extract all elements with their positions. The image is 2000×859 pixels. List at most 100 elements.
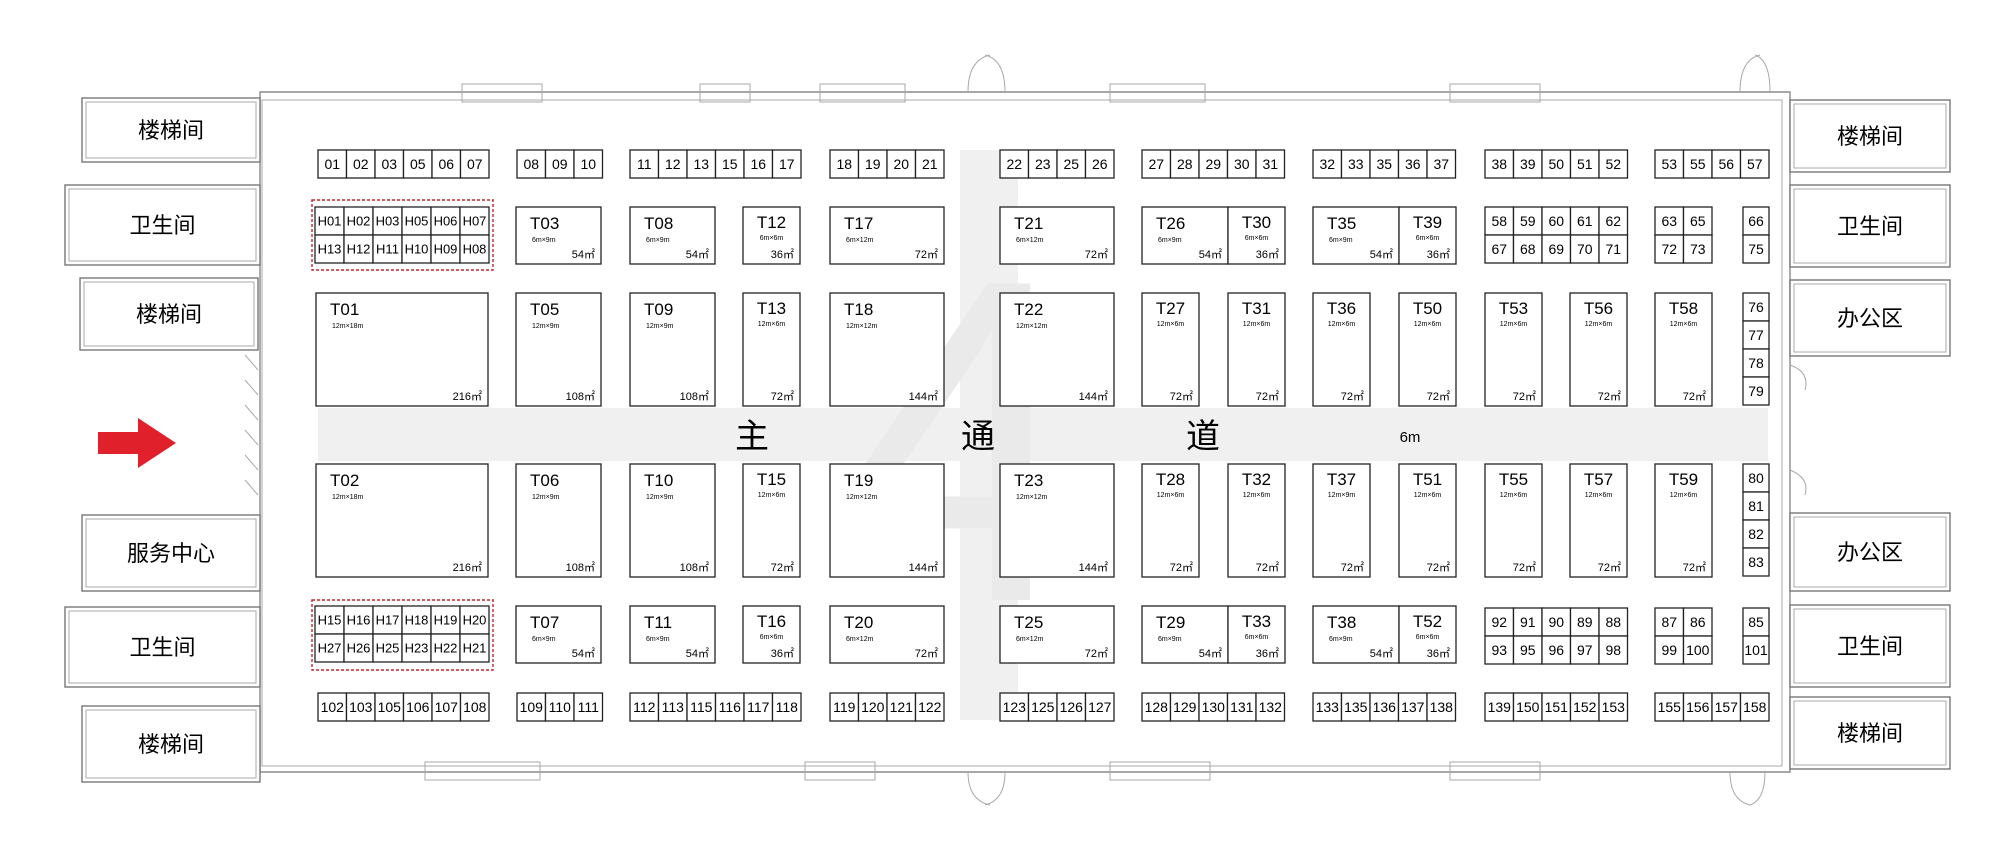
booth-16[interactable]: 16 xyxy=(743,149,774,179)
booth-118[interactable]: 118 xyxy=(771,692,802,722)
booth-01[interactable]: 01 xyxy=(317,149,348,179)
booth-123[interactable]: 123 xyxy=(999,692,1030,722)
booth-90[interactable]: 90 xyxy=(1541,607,1572,637)
booth-152[interactable]: 152 xyxy=(1569,692,1600,722)
booth-128[interactable]: 128 xyxy=(1141,692,1172,722)
booth-13[interactable]: 13 xyxy=(686,149,717,179)
booth-56[interactable]: 56 xyxy=(1711,149,1742,179)
booth-12[interactable]: 12 xyxy=(657,149,688,179)
booth-58[interactable]: 58 xyxy=(1484,206,1515,236)
booth-155[interactable]: 155 xyxy=(1654,692,1685,722)
booth-03[interactable]: 03 xyxy=(374,149,405,179)
booth-99[interactable]: 99 xyxy=(1654,635,1685,665)
booth-82[interactable]: 82 xyxy=(1742,519,1770,549)
booth-26[interactable]: 26 xyxy=(1084,149,1115,179)
booth-06[interactable]: 06 xyxy=(431,149,462,179)
booth-H05[interactable]: H05 xyxy=(401,206,432,236)
booth-33[interactable]: 33 xyxy=(1340,149,1371,179)
booth-32[interactable]: 32 xyxy=(1312,149,1343,179)
booth-17[interactable]: 17 xyxy=(771,149,802,179)
booth-H15[interactable]: H15 xyxy=(314,605,345,635)
booth-62[interactable]: 62 xyxy=(1598,206,1629,236)
booth-H07[interactable]: H07 xyxy=(459,206,490,236)
booth-H10[interactable]: H10 xyxy=(401,234,432,264)
booth-117[interactable]: 117 xyxy=(743,692,774,722)
booth-37[interactable]: 37 xyxy=(1426,149,1457,179)
booth-53[interactable]: 53 xyxy=(1654,149,1685,179)
booth-85[interactable]: 85 xyxy=(1742,607,1770,637)
booth-93[interactable]: 93 xyxy=(1484,635,1515,665)
booth-156[interactable]: 156 xyxy=(1682,692,1713,722)
booth-08[interactable]: 08 xyxy=(516,149,547,179)
booth-39[interactable]: 39 xyxy=(1512,149,1543,179)
booth-H20[interactable]: H20 xyxy=(459,605,490,635)
booth-H18[interactable]: H18 xyxy=(401,605,432,635)
booth-113[interactable]: 113 xyxy=(657,692,688,722)
booth-27[interactable]: 27 xyxy=(1141,149,1172,179)
booth-120[interactable]: 120 xyxy=(857,692,888,722)
booth-60[interactable]: 60 xyxy=(1541,206,1572,236)
booth-H27[interactable]: H27 xyxy=(314,633,345,663)
booth-35[interactable]: 35 xyxy=(1369,149,1400,179)
booth-122[interactable]: 122 xyxy=(914,692,945,722)
booth-25[interactable]: 25 xyxy=(1056,149,1087,179)
booth-136[interactable]: 136 xyxy=(1369,692,1400,722)
booth-98[interactable]: 98 xyxy=(1598,635,1629,665)
booth-30[interactable]: 30 xyxy=(1226,149,1257,179)
booth-H13[interactable]: H13 xyxy=(314,234,345,264)
booth-87[interactable]: 87 xyxy=(1654,607,1685,637)
booth-83[interactable]: 83 xyxy=(1742,547,1770,577)
booth-15[interactable]: 15 xyxy=(714,149,745,179)
booth-09[interactable]: 09 xyxy=(544,149,575,179)
booth-63[interactable]: 63 xyxy=(1654,206,1685,236)
booth-88[interactable]: 88 xyxy=(1598,607,1629,637)
booth-H08[interactable]: H08 xyxy=(459,234,490,264)
booth-126[interactable]: 126 xyxy=(1056,692,1087,722)
booth-H09[interactable]: H09 xyxy=(430,234,461,264)
booth-80[interactable]: 80 xyxy=(1742,463,1770,493)
booth-116[interactable]: 116 xyxy=(714,692,745,722)
booth-61[interactable]: 61 xyxy=(1569,206,1600,236)
booth-H11[interactable]: H11 xyxy=(372,234,403,264)
booth-133[interactable]: 133 xyxy=(1312,692,1343,722)
booth-115[interactable]: 115 xyxy=(686,692,717,722)
booth-52[interactable]: 52 xyxy=(1598,149,1629,179)
booth-28[interactable]: 28 xyxy=(1169,149,1200,179)
booth-106[interactable]: 106 xyxy=(402,692,433,722)
booth-75[interactable]: 75 xyxy=(1742,234,1770,264)
booth-135[interactable]: 135 xyxy=(1340,692,1371,722)
booth-H02[interactable]: H02 xyxy=(343,206,374,236)
booth-05[interactable]: 05 xyxy=(402,149,433,179)
booth-158[interactable]: 158 xyxy=(1739,692,1770,722)
booth-79[interactable]: 79 xyxy=(1742,376,1770,406)
booth-77[interactable]: 77 xyxy=(1742,320,1770,350)
booth-89[interactable]: 89 xyxy=(1569,607,1600,637)
booth-18[interactable]: 18 xyxy=(829,149,860,179)
booth-157[interactable]: 157 xyxy=(1711,692,1742,722)
booth-65[interactable]: 65 xyxy=(1682,206,1713,236)
booth-H26[interactable]: H26 xyxy=(343,633,374,663)
booth-31[interactable]: 31 xyxy=(1255,149,1286,179)
